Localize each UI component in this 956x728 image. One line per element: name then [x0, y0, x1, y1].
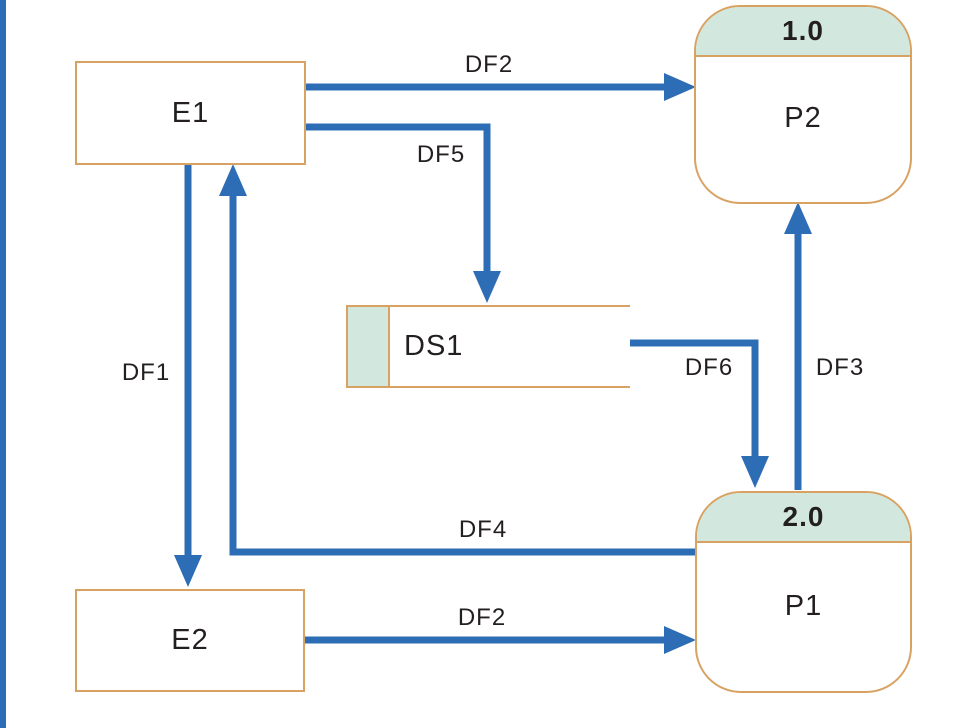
flow-label-df2-e2-p1: DF2: [457, 604, 507, 631]
process-p2-header: 1.0: [696, 7, 910, 57]
flow-label-df5-e1-ds1: DF5: [416, 141, 466, 168]
arrowhead-df1-e1-to-e2: [174, 555, 202, 587]
arrowhead-df3-p1-to-p2: [784, 202, 812, 234]
process-p2-number: 1.0: [782, 15, 824, 46]
flow-label-df4-p1-e1: DF4: [458, 516, 508, 543]
flow-line-df4-p1-to-e1: [229, 194, 697, 556]
process-p2-label: P2: [784, 102, 822, 134]
entity-e2: E2: [75, 589, 305, 692]
flow-label-df6-ds1-p1: DF6: [684, 354, 734, 381]
arrowhead-df5-e1-to-ds1: [473, 271, 501, 303]
datastore-ds1: DS1: [390, 305, 630, 388]
arrowhead-df4-p1-to-e1: [219, 164, 247, 196]
flow-line-df6-ds1-to-p1: [630, 339, 759, 459]
process-p2: 1.0 P2: [694, 5, 912, 204]
process-p1-body: P1: [697, 543, 910, 691]
flow-label-df2-e1-p2: DF2: [464, 51, 514, 78]
arrowhead-df2-e1-to-p2: [664, 73, 696, 101]
flow-label-df3-p1-p2: DF3: [815, 354, 865, 381]
entity-e1-label: E1: [171, 96, 210, 129]
process-p1-header: 2.0: [697, 493, 910, 543]
flow-line-df5-e1-to-ds1: [303, 123, 491, 274]
process-p1-label: P1: [784, 589, 823, 622]
process-p1: 2.0 P1: [695, 491, 912, 693]
entity-e2-label: E2: [171, 624, 209, 656]
arrowhead-df6-ds1-to-p1: [741, 456, 769, 488]
datastore-ds1-end-block: [346, 305, 390, 388]
datastore-ds1-label: DS1: [404, 330, 464, 362]
flow-label-df1-e1-e2: DF1: [121, 359, 171, 386]
left-edge-rule: [0, 0, 6, 728]
arrowhead-df2-e2-to-p1: [664, 626, 696, 654]
entity-e1: E1: [75, 61, 306, 165]
process-p1-number: 2.0: [782, 501, 825, 532]
process-p2-body: P2: [696, 57, 910, 202]
